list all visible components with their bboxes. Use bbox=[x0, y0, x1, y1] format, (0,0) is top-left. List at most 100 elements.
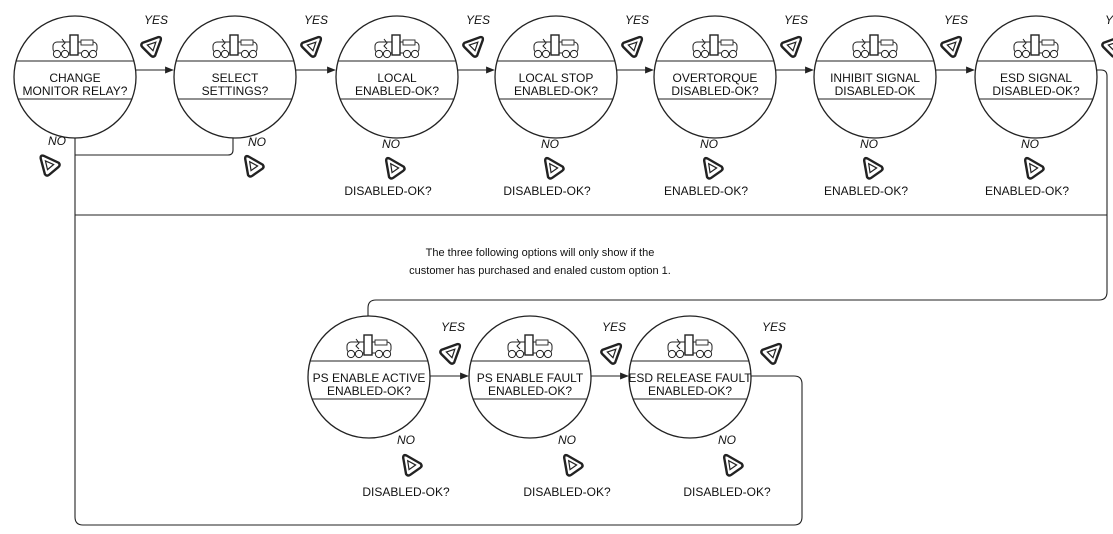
module-terminal-block bbox=[1041, 39, 1055, 46]
relay-module-icon bbox=[533, 34, 579, 59]
module-terminal-block bbox=[561, 39, 575, 46]
relay-module-icon bbox=[374, 34, 420, 59]
yes-arrow-icon bbox=[940, 35, 963, 58]
node-circle bbox=[173, 15, 297, 139]
node-label-line1: OVERTORQUE bbox=[673, 71, 758, 85]
node-circle bbox=[494, 15, 618, 139]
module-knob bbox=[692, 49, 702, 59]
module-knob bbox=[533, 49, 543, 59]
module-knob bbox=[240, 49, 250, 59]
module-terminal-block bbox=[720, 39, 734, 46]
yes-arrow-icon bbox=[462, 35, 485, 58]
node-label-line1: CHANGE bbox=[49, 71, 100, 85]
module-knob bbox=[561, 49, 571, 59]
yes-label: YES bbox=[1105, 13, 1113, 27]
module-knob bbox=[1021, 49, 1031, 59]
module-knob bbox=[852, 49, 862, 59]
module-knob bbox=[382, 49, 392, 59]
node-label-line2: DISABLED-OK? bbox=[671, 84, 759, 98]
pick-inner bbox=[606, 348, 617, 359]
module-knob bbox=[382, 349, 392, 359]
no-result-label: ENABLED-OK? bbox=[824, 184, 908, 198]
pick-inner bbox=[1028, 162, 1039, 174]
node-label-line2: ENABLED-OK? bbox=[355, 84, 439, 98]
no-label: NO bbox=[860, 137, 878, 151]
relay-module-icon bbox=[852, 34, 898, 59]
module-knob bbox=[675, 349, 685, 359]
node-circle bbox=[974, 15, 1098, 139]
yes-label: YES bbox=[144, 13, 168, 27]
note-line-1: The three following options will only sh… bbox=[426, 247, 655, 259]
pick-inner bbox=[946, 41, 957, 52]
module-knob bbox=[52, 49, 62, 59]
module-knob bbox=[402, 49, 412, 59]
node-label-line2: ENABLED-OK? bbox=[327, 384, 411, 398]
yes-arrow-icon bbox=[300, 35, 323, 58]
module-knob bbox=[374, 349, 384, 359]
module-knob bbox=[507, 349, 517, 359]
pick-inner bbox=[627, 41, 638, 52]
no-arrow-icon bbox=[1023, 156, 1045, 180]
module-switch bbox=[229, 34, 239, 56]
module-knob bbox=[860, 49, 870, 59]
yes-arrow-icon bbox=[621, 35, 644, 58]
no-result-label: DISABLED-OK? bbox=[362, 485, 450, 499]
module-knob bbox=[88, 49, 98, 59]
node-label-line1: ESD SIGNAL bbox=[1000, 71, 1072, 85]
no-label: NO bbox=[700, 137, 718, 151]
module-switch bbox=[869, 34, 879, 56]
node-circle bbox=[13, 15, 137, 139]
node-label-line2: DISABLED-OK bbox=[835, 84, 916, 98]
no-label: NO bbox=[718, 433, 736, 447]
node-label-line2: ENABLED-OK? bbox=[648, 384, 732, 398]
no-result-label: DISABLED-OK? bbox=[523, 485, 611, 499]
node-circle bbox=[468, 315, 592, 439]
module-bluetooth-mark bbox=[516, 338, 521, 350]
module-knob bbox=[80, 49, 90, 59]
module-bluetooth-mark bbox=[861, 38, 866, 50]
yes-label: YES bbox=[944, 13, 968, 27]
module-knob bbox=[541, 49, 551, 59]
relay-module-icon bbox=[667, 334, 713, 359]
node-label-line2: ENABLED-OK? bbox=[488, 384, 572, 398]
no-result-label: ENABLED-OK? bbox=[664, 184, 748, 198]
no-label: NO bbox=[397, 433, 415, 447]
no-result-label: ENABLED-OK? bbox=[985, 184, 1069, 198]
module-terminal-block bbox=[402, 39, 416, 46]
yes-arrow-icon bbox=[439, 342, 462, 365]
no-arrow-icon bbox=[862, 156, 884, 180]
module-switch bbox=[684, 334, 694, 356]
module-bluetooth-mark bbox=[355, 338, 360, 350]
yes-arrow-icon bbox=[760, 342, 783, 365]
module-knob bbox=[543, 349, 553, 359]
node-circle bbox=[335, 15, 459, 139]
module-knob bbox=[346, 349, 356, 359]
module-knob bbox=[703, 349, 713, 359]
module-knob bbox=[1041, 49, 1051, 59]
no-result-label: DISABLED-OK? bbox=[503, 184, 591, 198]
node-label-line1: INHIBIT SIGNAL bbox=[830, 71, 920, 85]
exit-loop-line bbox=[74, 155, 803, 526]
module-knob bbox=[569, 49, 579, 59]
module-knob bbox=[60, 49, 70, 59]
module-terminal-block bbox=[535, 339, 549, 346]
module-terminal-block bbox=[240, 39, 254, 46]
node-circle bbox=[653, 15, 777, 139]
no-arrow-icon bbox=[722, 453, 744, 477]
yes-arrow-icon bbox=[1101, 35, 1113, 58]
pick-inner bbox=[406, 459, 417, 471]
yes-label: YES bbox=[784, 13, 808, 27]
node-label-line1: SELECT bbox=[212, 71, 259, 85]
module-terminal-block bbox=[880, 39, 894, 46]
no-arrow-icon bbox=[39, 154, 61, 177]
yes-arrow-icon bbox=[780, 35, 803, 58]
